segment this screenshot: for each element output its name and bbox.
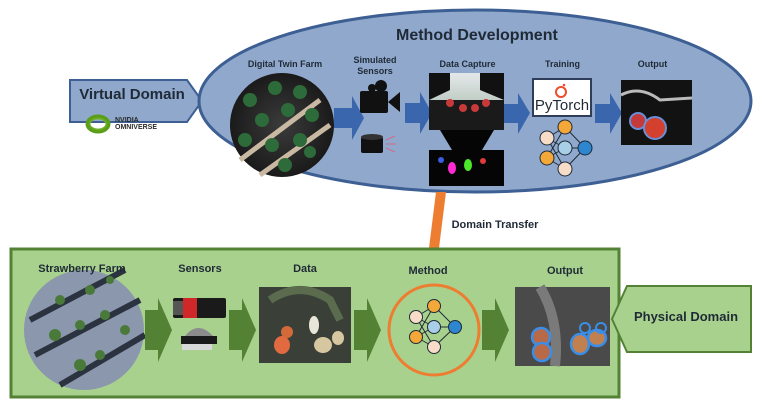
virtual-arrow-2 xyxy=(405,92,432,134)
pytorch-wordmark: PyTorch xyxy=(534,97,590,114)
step-label-sensors: Sensors xyxy=(178,263,222,275)
method-neural-network-icon xyxy=(409,299,462,354)
video-camera-icon xyxy=(360,80,400,113)
data-capture-image xyxy=(429,73,504,186)
step-label-data-capture: Data Capture xyxy=(439,59,496,69)
virtual-output-image xyxy=(620,80,693,145)
method-circle xyxy=(387,283,481,377)
step-label-simulated-sensors-2: Sensors xyxy=(357,66,393,76)
omniverse-text-line2: OMNIVERSE xyxy=(115,124,158,131)
physical-data-image xyxy=(259,286,351,363)
domain-transfer-label: Domain Transfer xyxy=(451,219,539,231)
step-label-strawberry-farm: Strawberry Farm xyxy=(38,263,126,275)
virtual-domain-label: Virtual Domain xyxy=(79,86,185,103)
step-label-physical-output: Output xyxy=(546,265,584,277)
step-label-digital-twin-farm: Digital Twin Farm xyxy=(247,59,323,69)
pytorch-logo xyxy=(532,78,592,117)
strawberry-farm-image xyxy=(24,267,147,390)
step-label-virtual-output: Output xyxy=(637,59,668,69)
step-label-simulated-sensors-1: Simulated xyxy=(353,55,397,65)
step-label-method: Method xyxy=(408,265,448,277)
physical-arrow-1 xyxy=(145,298,172,362)
industrial-camera-icon xyxy=(173,298,226,318)
virtual-arrow-4 xyxy=(595,93,622,134)
virtual-arrow-3 xyxy=(503,93,530,134)
nvidia-omniverse-logo xyxy=(85,114,111,134)
lidar-sensor-icon xyxy=(361,134,396,153)
physical-arrow-2 xyxy=(229,298,256,362)
physical-arrow-4 xyxy=(482,298,509,362)
virtual-domain-tag xyxy=(69,79,204,123)
virtual-arrow-1 xyxy=(334,96,364,140)
step-label-data: Data xyxy=(293,263,317,275)
method-development-title: Method Development xyxy=(396,27,558,44)
physical-arrow-3 xyxy=(354,298,381,362)
physical-domain-tag xyxy=(610,285,752,353)
lidar-device-icon xyxy=(181,328,217,350)
physical-domain-label: Physical Domain xyxy=(633,309,739,324)
omniverse-text-line1: NVIDIA xyxy=(115,117,139,124)
neural-network-icon xyxy=(539,119,593,177)
digital-twin-farm-image xyxy=(230,73,334,178)
step-label-training: Training xyxy=(544,59,580,69)
physical-output-image xyxy=(515,284,610,367)
